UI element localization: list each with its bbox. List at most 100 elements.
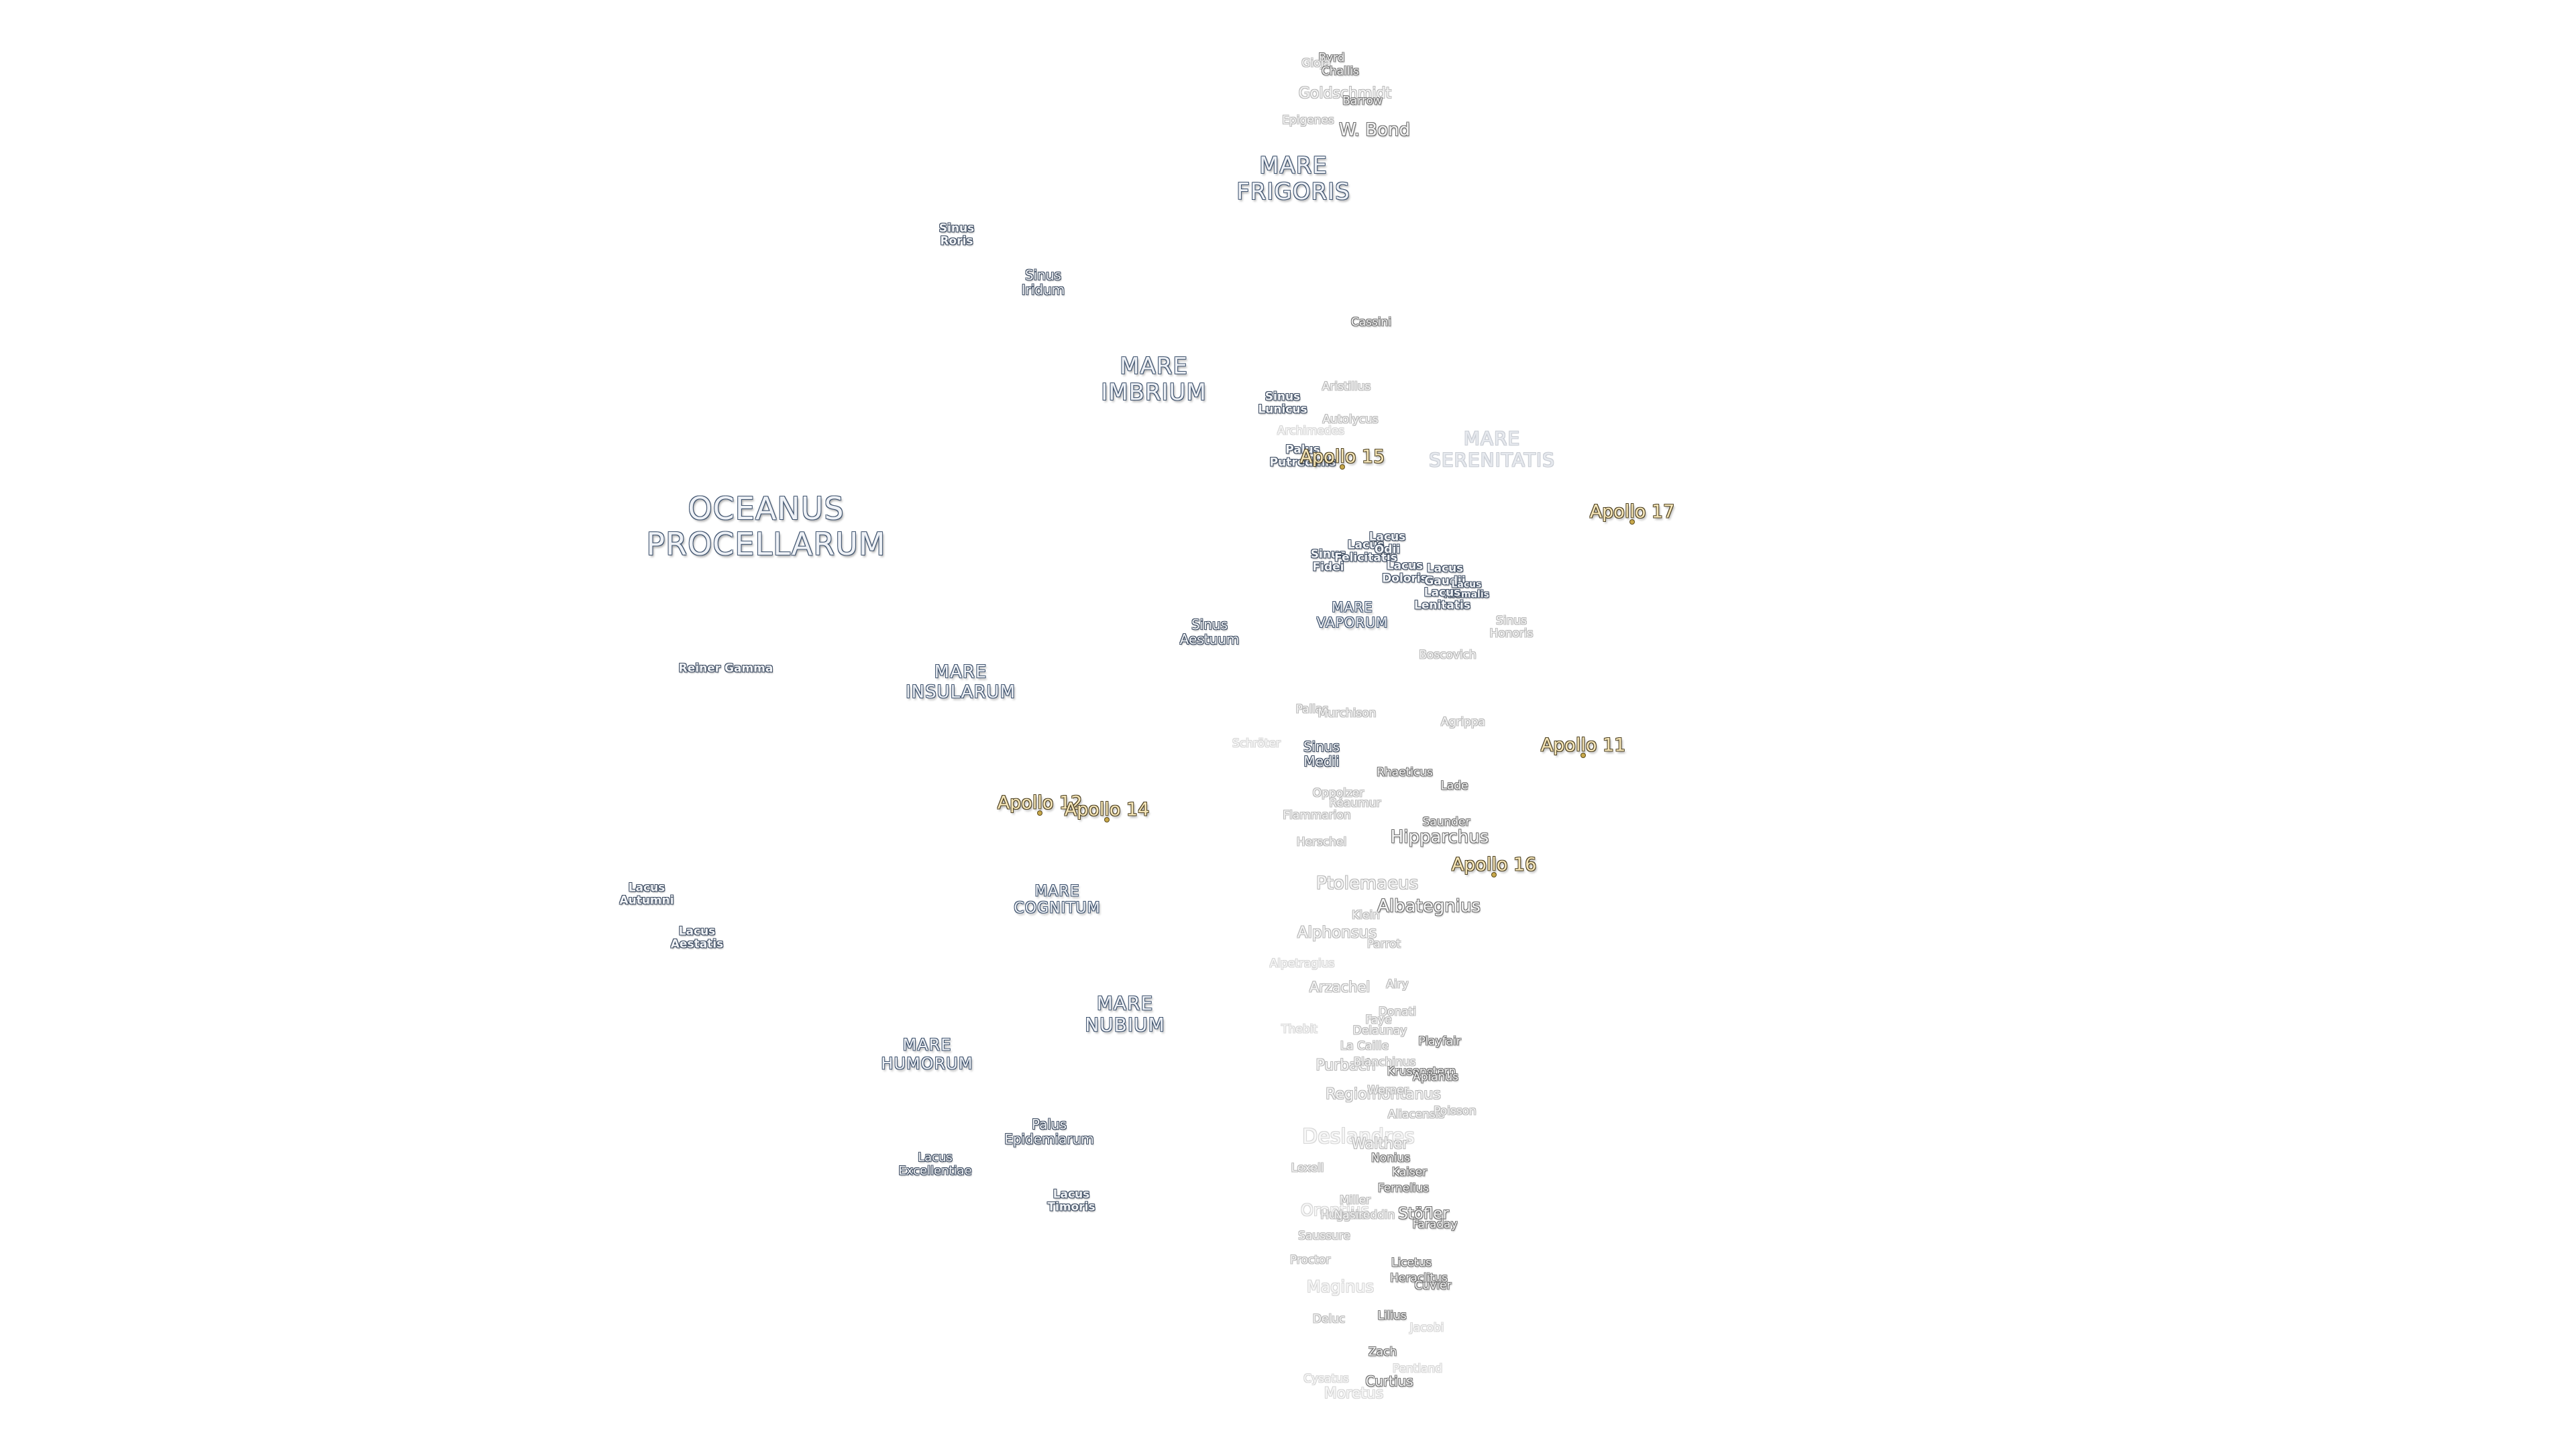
crater-label-kaiser: Kaiser [1391, 1165, 1428, 1179]
mare-label-mare-serenitatis: MARE SERENITATIS [1429, 427, 1555, 471]
apollo-15-label: Apollo 15 [1299, 446, 1385, 468]
crater-label-oppolzer: Oppolzer [1312, 786, 1364, 800]
crater-label-challis: Challis [1321, 64, 1360, 78]
crater-label-krusenstern: Krusenstern [1387, 1065, 1456, 1079]
feature-label-line: Lacus [1426, 561, 1464, 576]
crater-label-parrot: Parrot [1366, 937, 1401, 951]
mare-label-line: MARE [1096, 991, 1154, 1014]
feature-label-sinus-iridum: Sinus Iridum [1022, 268, 1065, 297]
crater-label-maginus: Maginus [1306, 1277, 1375, 1296]
crater-label-cuvier: Cuvier [1414, 1279, 1452, 1293]
feature-label-palus-epidemiarum: Palus Epidemiarum [1004, 1117, 1094, 1146]
crater-label-archimedes: Archimedes [1277, 424, 1345, 438]
feature-label-line: Putredinis [1269, 455, 1336, 469]
crater-label-huggins: Huggins [1320, 1208, 1367, 1222]
crater-label-fernelius: Fernelius [1377, 1181, 1430, 1195]
mare-label-line: OCEANUS [688, 490, 845, 527]
crater-label-klein: Klein [1352, 908, 1380, 922]
crater-label-goldschmidt: Goldschmidt [1298, 85, 1392, 102]
feature-label-lacus-excellentiae: Lacus Excellentiae [898, 1151, 971, 1178]
crater-label-arzachel: Arzachel [1309, 979, 1371, 996]
crater-label-cysatus: Cysatus [1303, 1372, 1349, 1386]
crater-label-delaunay: Delaunay [1352, 1024, 1407, 1038]
feature-label-line: Felicitatis [1334, 551, 1397, 564]
crater-label-aristillus: Aristillus [1322, 380, 1371, 394]
feature-label-sinus-medii: Sinus Medii [1303, 739, 1340, 769]
crater-label-herschel: Herschel [1296, 835, 1347, 849]
crater-label-purbach: Purbach [1316, 1057, 1376, 1074]
mare-label-mare-cognitum: MARE COGNITUM [1014, 883, 1100, 918]
crater-label-alpetragius: Alpetragius [1269, 957, 1335, 971]
crater-label-proctor: Proctor [1289, 1253, 1331, 1267]
mare-label-line: INSULARUM [905, 682, 1016, 702]
feature-label-lacus-autumni: Lacus Autumni [619, 881, 674, 906]
mare-label-line: FRIGORIS [1236, 178, 1350, 205]
crater-label-miller: Miller [1339, 1193, 1371, 1208]
feature-label-line: Lacus [918, 1150, 953, 1165]
mare-label-mare-vaporum: MARE VAPORUM [1317, 600, 1389, 631]
mare-label-line: COGNITUM [1014, 900, 1101, 917]
feature-label-line: Roris [940, 234, 973, 248]
feature-label-line: Lunicus [1258, 402, 1307, 416]
feature-label-line: Iridum [1021, 282, 1065, 298]
crater-label-w-bond: W. Bond [1339, 120, 1410, 140]
mare-label-line: IMBRIUM [1101, 379, 1207, 406]
crater-label-pallas: Pallas [1295, 702, 1329, 716]
crater-label-saunder: Saunder [1422, 815, 1470, 829]
crater-label-werner: Werner [1367, 1083, 1409, 1097]
feature-label-line: Lenitatis [1414, 598, 1470, 612]
crater-label-rhaeticus: Rhaeticus [1377, 765, 1433, 780]
apollo-14-marker-icon [1105, 818, 1109, 822]
apollo-16-label: Apollo 16 [1451, 854, 1537, 875]
feature-label-line: Honoris [1489, 627, 1534, 640]
feature-label-line: Sinus [1265, 390, 1301, 404]
feature-label-line: Sinus [1303, 739, 1340, 755]
crater-label-reaumur: Réaumur [1329, 796, 1381, 810]
crater-label-albategnius: Albategnius [1377, 896, 1481, 916]
crater-label-lilius: Lilius [1377, 1309, 1407, 1323]
crater-label-airy: Airy [1386, 977, 1409, 991]
apollo-17-marker-icon [1630, 520, 1634, 524]
mare-label-line: MARE [1120, 352, 1188, 380]
mare-label-line: MARE [1259, 152, 1328, 179]
mare-label-line: MARE [1034, 883, 1080, 900]
mare-label-line: MARE [934, 662, 987, 683]
apollo-14-label: Apollo 14 [1064, 799, 1150, 820]
crater-label-poisson: Poisson [1434, 1104, 1477, 1118]
crater-label-flammarion: Flammarion [1283, 808, 1351, 822]
crater-label-apianus: Apianus [1413, 1070, 1458, 1084]
crater-label-nasireddin: Nasireddin [1334, 1208, 1395, 1222]
crater-label-jacobi: Jacobi [1409, 1321, 1444, 1335]
mare-label-line: MARE [902, 1035, 952, 1055]
apollo-17-label: Apollo 17 [1589, 501, 1675, 523]
feature-label-line: Sinus [1310, 547, 1346, 561]
crater-label-saussure: Saussure [1298, 1229, 1350, 1243]
crater-label-murchison: Murchison [1318, 706, 1377, 720]
apollo-15-marker-icon [1340, 465, 1344, 469]
crater-label-faraday: Faraday [1412, 1218, 1458, 1232]
mare-label-line: PROCELLARUM [646, 526, 886, 562]
crater-label-la-caille: La Caille [1340, 1039, 1389, 1053]
crater-label-stofler: Stöfler [1398, 1205, 1449, 1223]
mare-label-mare-imbrium: MARE IMBRIUM [1101, 352, 1207, 406]
feature-label-palus-putredinis: Palus Putredinis [1270, 443, 1336, 468]
crater-label-byrd: Byrd [1318, 51, 1345, 65]
crater-label-agrippa: Agrippa [1440, 715, 1486, 729]
feature-label-line: Timoris [1047, 1200, 1095, 1214]
crater-label-licetus: Licetus [1391, 1256, 1432, 1270]
feature-label-lacus-timoris: Lacus Timoris [1047, 1188, 1095, 1213]
crater-label-pentland: Pentland [1392, 1362, 1443, 1376]
feature-label-line: Lacus [678, 924, 716, 938]
crater-label-playfair: Playfair [1418, 1034, 1461, 1049]
feature-label-line: Gaudii [1424, 574, 1466, 588]
feature-label-sinus-honoris: Sinus Honoris [1490, 614, 1534, 639]
feature-label-line: Sinus [1024, 267, 1062, 283]
feature-label-line: Aestatis [670, 937, 724, 951]
crater-label-lexell: Lexell [1291, 1161, 1324, 1175]
crater-label-heraclitus: Heraclitus [1390, 1271, 1448, 1285]
crater-label-aliacensis: Aliacensis [1387, 1108, 1445, 1122]
crater-label-epigenes: Epigenes [1282, 113, 1334, 127]
feature-label-reiner-gamma: Reiner Gamma [679, 662, 773, 676]
feature-label-sinus-lunicus: Sinus Lunicus [1258, 390, 1307, 415]
mare-label-mare-insularum: MARE INSULARUM [905, 662, 1016, 703]
